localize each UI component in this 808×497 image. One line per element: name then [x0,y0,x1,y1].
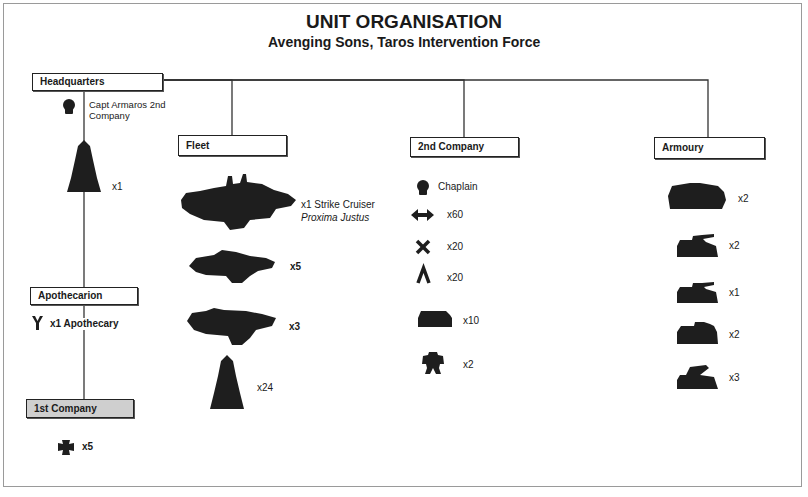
org-connector [163,80,232,135]
unit-label: x1 Strike Cruiser [300,199,376,211]
predator-icon [677,282,718,303]
unit-box: 2nd Company [410,137,519,157]
unit-label: x2 [728,240,741,252]
unit-label: Proxima Justus [300,212,370,224]
unit-label: x2 [462,359,475,371]
assault-cross-symbol [417,241,429,253]
unit-label: x60 [446,209,464,221]
terminator-cross-icon [58,440,74,455]
unit-label: Chaplain [437,181,478,193]
assault-cross-symbol [417,241,429,253]
unit-label: x20 [446,241,464,253]
org-connector [163,80,708,137]
razorback-icon [677,322,718,344]
unit-label: x24 [256,382,274,394]
predator-icon [677,234,718,257]
unit-box: Headquarters [32,73,163,91]
unit-label: x1 [111,181,124,193]
transport-ship-icon [187,308,276,345]
unit-label: x5 [289,261,302,273]
drop-pod-icon [67,140,101,192]
thunderhawk-icon [189,250,275,283]
box-label: Headquarters [40,76,104,88]
box-label: Apothecarion [38,290,102,302]
dreadnought-icon [422,352,444,374]
rhino-icon [418,311,452,327]
box-label: 1st Company [34,403,97,415]
box-label: Armoury [662,142,704,154]
unit-box: Armoury [654,137,765,159]
unit-box: 1st Company [26,399,134,418]
unit-label: x1 Apothecary [49,318,120,330]
unit-label: x1 [728,287,741,299]
skull-icon [417,180,429,195]
whirlwind-icon [677,365,718,389]
box-label: Fleet [186,140,209,152]
unit-box: Fleet [178,135,287,156]
unit-label: x3 [728,372,741,384]
skull-icon [63,99,75,114]
box-label: 2nd Company [418,141,484,153]
unit-label: x20 [446,272,464,284]
tactical-arrow-symbol [411,209,434,221]
unit-label: x5 [81,441,94,453]
unit-label: x2 [728,329,741,341]
org-connector [163,80,464,137]
drop-pod-icon [210,355,244,409]
apothecary-symbol [32,316,43,330]
title: UNIT ORGANISATION [306,11,502,33]
unit-label: x10 [462,315,480,327]
strike-cruiser-icon [181,174,296,230]
unit-box: Apothecarion [30,287,138,305]
land-raider-icon [668,183,726,209]
unit-label: x3 [288,321,301,333]
subtitle: Avenging Sons, Taros Intervention Force [267,34,541,51]
unit-label: x2 [737,193,750,205]
unit-label: Capt Armaros 2nd Company [88,99,170,121]
devastator-chevron-symbol [418,268,429,283]
